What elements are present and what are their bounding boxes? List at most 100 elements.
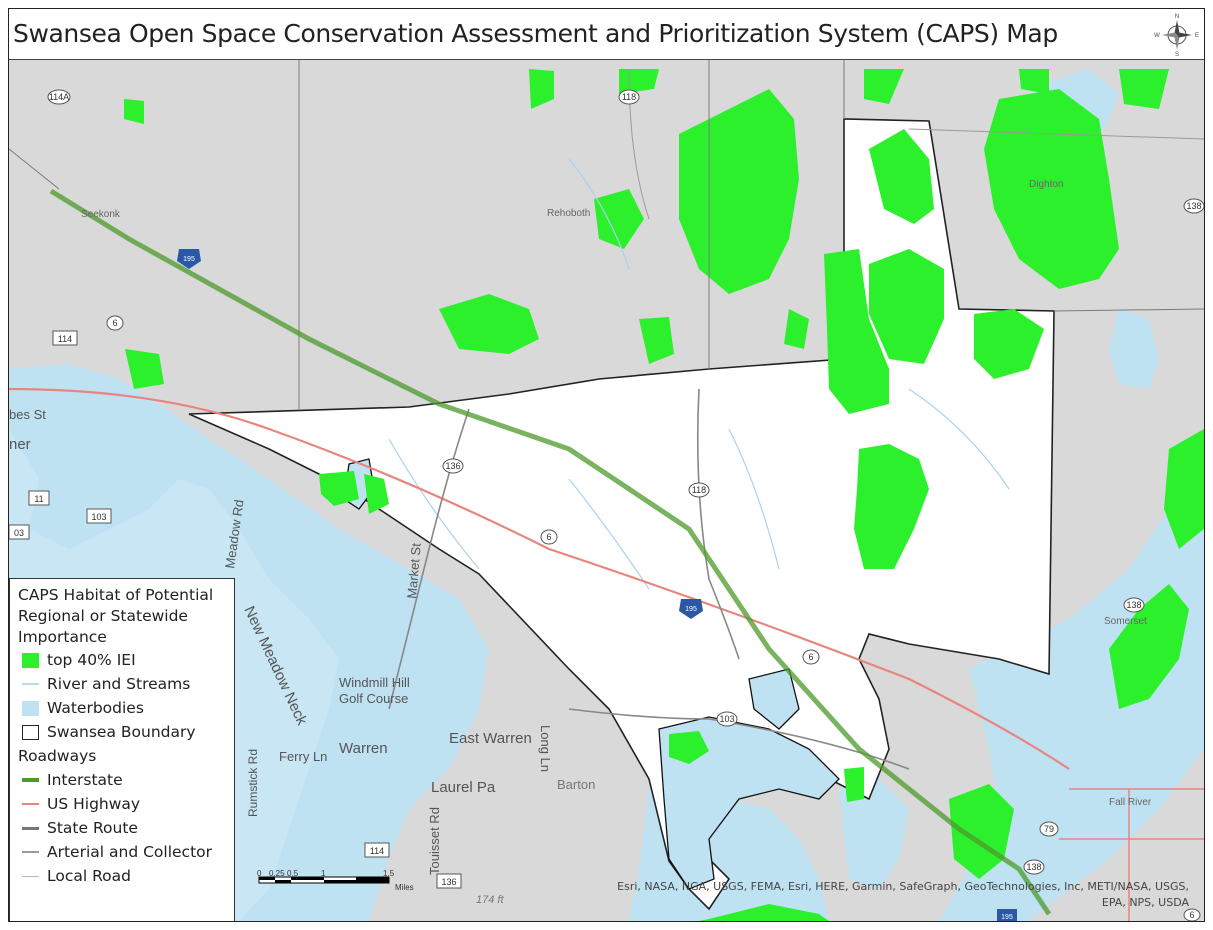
label-market-st: Market St [404,542,424,599]
shield-195-east: 195 [997,909,1017,921]
rivers-and-streams [388,158,1010,590]
legend-label-interstate: Interstate [47,771,123,789]
shield-6-southeast: 6 [1183,908,1201,921]
shield-114: 114 [52,330,78,346]
legend-label-arterial: Arterial and Collector [47,843,212,861]
legend-label-boundary: Swansea Boundary [47,723,196,741]
label-seekonk: Seekonk [81,209,121,220]
label-touisset-rd: Touisset Rd [427,807,442,875]
svg-text:195: 195 [183,256,195,263]
svg-text:6: 6 [546,532,551,542]
compass-n: N [1175,14,1179,20]
compass-e: E [1195,33,1199,39]
scale-tick-4: 1.5 [383,869,395,878]
legend-label-local-road: Local Road [47,867,131,885]
legend-item-habitat: top 40% IEI [18,648,226,672]
svg-text:136: 136 [441,877,456,887]
svg-text:114: 114 [370,846,384,856]
map-title: Swansea Open Space Conservation Assessme… [13,19,1058,48]
label-windmill-hill: Windmill Hill [339,675,410,690]
legend-heading-3: Importance [18,628,107,646]
svg-text:6: 6 [808,652,813,662]
label-laurel-park: Laurel Pa [431,779,496,796]
legend-label-habitat: top 40% IEI [47,651,136,669]
waterbodies-swatch [22,700,39,716]
shield-138-south: 138 [1023,859,1045,875]
legend-heading-1: CAPS Habitat of Potential [18,586,214,604]
map-frame: Swansea Open Space Conservation Assessme… [8,8,1205,922]
label-ner: ner [9,436,31,453]
legend-item-arterial: Arterial and Collector [18,840,226,864]
shield-6-west: 6 [106,315,124,331]
shield-6-mid: 6 [540,529,558,545]
svg-text:138: 138 [1186,201,1201,211]
legend-label-us-highway: US Highway [47,795,141,813]
scale-tick-0: 0 [257,869,262,878]
legend-label-waterbodies: Waterbodies [47,699,144,717]
label-east-warren: East Warren [449,730,532,747]
shield-6-east: 6 [802,649,820,665]
svg-text:79: 79 [1044,824,1054,834]
scale-tick-2: 0.5 [287,869,299,878]
legend-heading-2: Regional or Statewide [18,607,188,625]
label-rumstick-rd: Rumstick Rd [246,749,260,817]
legend-item-state-route: State Route [18,816,226,840]
shield-114-south: 114 [364,842,390,858]
scale-tick-3: 1 [321,869,326,878]
svg-text:114: 114 [58,334,72,344]
label-bes-st: bes St [9,407,46,422]
label-somerset: Somerset [1104,616,1147,627]
shield-03: 03 [9,524,30,540]
local-road-swatch [22,875,39,877]
shield-103: 103 [716,711,738,727]
shield-11: 11 [28,490,50,506]
state-route-swatch [22,826,39,830]
svg-text:103: 103 [719,714,734,724]
map-legend: CAPS Habitat of Potential Regional or St… [9,578,235,921]
scale-unit: Miles [395,883,414,892]
compass-w: W [1154,33,1160,39]
legend-item-interstate: Interstate [18,768,226,792]
streams-swatch [22,683,39,685]
svg-text:138: 138 [1126,600,1141,610]
svg-text:138: 138 [1026,862,1041,872]
shield-136-south: 136 [436,873,462,889]
title-bar: Swansea Open Space Conservation Assessme… [9,9,1204,60]
route-shields: 114A 118 195 6 114 136 118 6 195 6 103 1… [9,89,1204,921]
legend-item-waterbodies: Waterbodies [18,696,226,720]
label-long-ln: Long Ln [538,725,553,772]
legend-item-boundary: Swansea Boundary [18,720,226,744]
boundary-swatch [22,724,39,740]
interstate-swatch [22,778,39,782]
svg-text:195: 195 [1001,914,1013,921]
shield-118-mid: 118 [688,482,710,498]
shield-138-east: 138 [1183,198,1204,214]
shield-103-west: 103 [86,508,112,524]
shield-118-north: 118 [618,89,640,105]
scale-tick-1: 0.25 [269,869,285,878]
legend-label-streams: River and Streams [47,675,191,693]
svg-text:114A: 114A [49,92,69,102]
interstate-195[interactable] [49,188,1052,916]
svg-text:118: 118 [692,485,706,495]
habitat-swatch [22,652,39,668]
legend-roadways-heading: Roadways [18,747,97,765]
label-ferry-ln: Ferry Ln [279,749,327,764]
attribution-credits: Esri, NASA, NGA, USGS, FEMA, Esri, HERE,… [609,879,1189,911]
legend-item-local-road: Local Road [18,864,226,888]
shield-136-north: 136 [442,458,464,474]
compass-rose-icon: N S W E [1154,14,1199,57]
svg-text:03: 03 [14,528,24,538]
shield-138-somerset: 138 [1123,597,1145,613]
shield-79: 79 [1039,821,1059,837]
scale-bar: 0 0.25 0.5 1 1.5 Miles [255,869,455,894]
legend-label-state-route: State Route [47,819,138,837]
credits-line-2: EPA, NPS, USDA [1101,896,1189,909]
label-fall-river: Fall River [1109,797,1152,808]
town-boundaries [9,59,1204,409]
legend-item-us-highway: US Highway [18,792,226,816]
label-barton: Barton [557,777,595,792]
label-warren: Warren [339,740,388,757]
compass-s: S [1175,52,1179,57]
us-highway-swatch [22,803,39,805]
